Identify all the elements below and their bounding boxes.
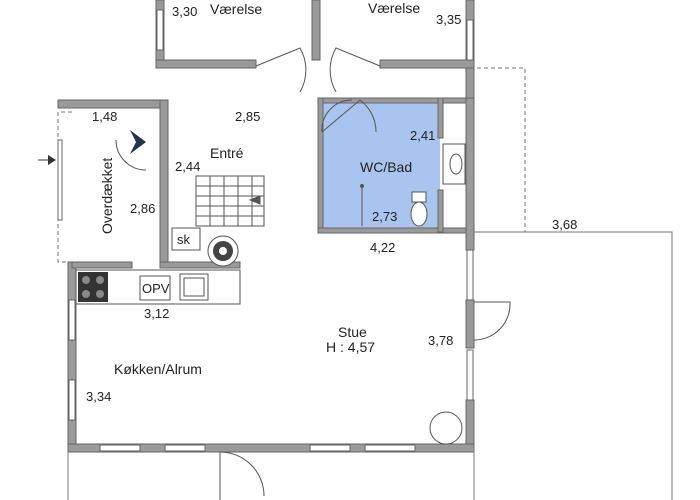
room-vaerelse-right: Værelse xyxy=(368,0,421,16)
label-sk: sk xyxy=(177,232,190,247)
chevron-right-icon xyxy=(130,130,146,154)
dim-3-35: 3,35 xyxy=(436,12,462,27)
dim-3-12: 3,12 xyxy=(144,306,170,321)
sink-icon xyxy=(442,143,466,185)
dim-3-78: 3,78 xyxy=(428,333,454,348)
stove-icon xyxy=(207,235,239,267)
room-kokken-alrum: Køkken/Alrum xyxy=(114,361,202,377)
terrace-lines xyxy=(470,231,673,500)
room-overdaekket: Overdækket xyxy=(99,157,115,234)
skab-box xyxy=(171,227,201,251)
terrace-outline xyxy=(470,67,526,232)
label-opv: OPV xyxy=(142,281,170,296)
stairs xyxy=(195,175,265,227)
doors xyxy=(115,47,511,500)
dim-2-85: 2,85 xyxy=(235,109,261,124)
entry-arrow-icon xyxy=(38,155,56,165)
room-entre: Entré xyxy=(210,145,244,161)
room-vaerelse-left: Værelse xyxy=(210,1,263,17)
toilet-icon xyxy=(410,191,428,227)
walls xyxy=(57,0,475,453)
windows xyxy=(57,9,474,452)
room-stue: Stue xyxy=(338,324,367,340)
dim-2-86: 2,86 xyxy=(130,201,156,216)
room-wc-bad: WC/Bad xyxy=(360,159,413,175)
stue-height: H : 4,57 xyxy=(326,339,376,355)
dim-3-34: 3,34 xyxy=(86,389,112,404)
dim-1-48: 1,48 xyxy=(92,109,118,124)
dim-2-44: 2,44 xyxy=(175,159,201,174)
dim-4-22: 4,22 xyxy=(370,240,396,255)
dim-3-68: 3,68 xyxy=(552,217,578,232)
dim-2-73: 2,73 xyxy=(372,209,398,224)
cooktop-icon xyxy=(78,272,108,302)
dim-2-41: 2,41 xyxy=(410,128,436,143)
covered-area-outline xyxy=(57,111,72,263)
round-object xyxy=(429,411,463,445)
dim-3-30: 3,30 xyxy=(172,4,198,19)
